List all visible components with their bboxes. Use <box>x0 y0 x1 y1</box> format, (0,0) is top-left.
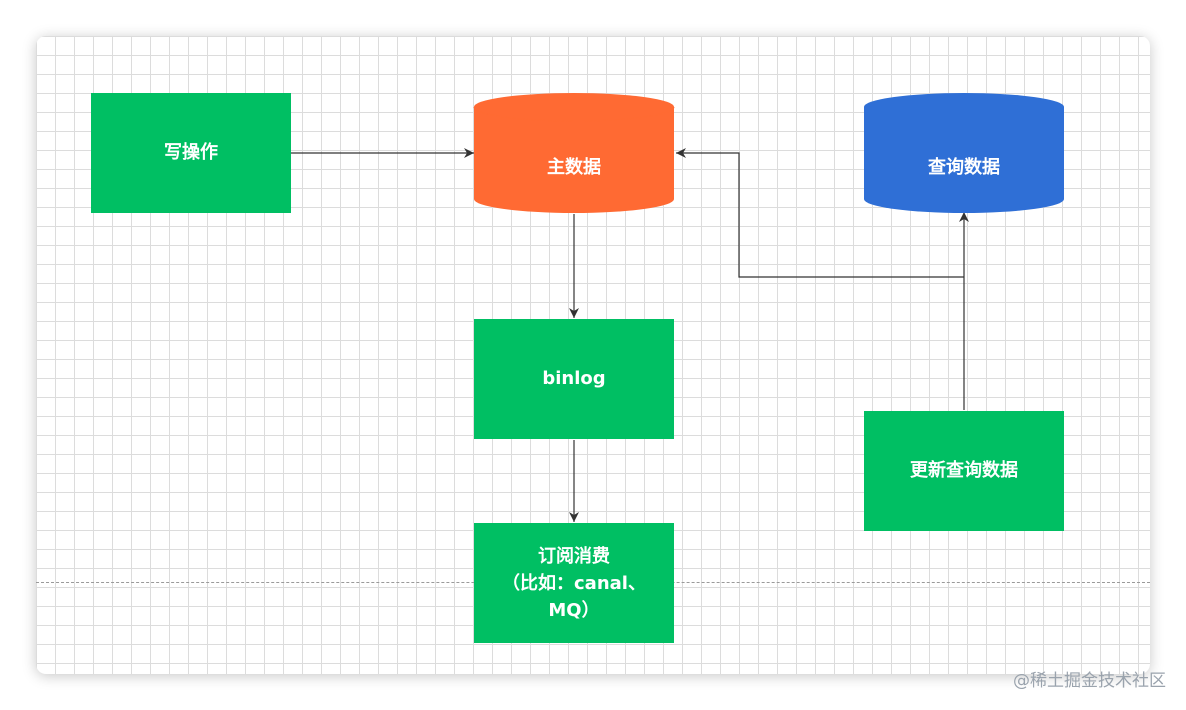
watermark: @稀土掘金技术社区 <box>1013 671 1166 691</box>
binlog-label: binlog <box>542 368 605 389</box>
node-update-query-data[interactable]: 更新查询数据 <box>864 411 1064 531</box>
node-subscribe-consume[interactable]: 订阅消费 （比如：canal、 MQ） <box>474 523 674 643</box>
edge-update-to-main <box>676 148 964 278</box>
main-data-cylinder-top-rim <box>473 106 675 122</box>
write-operation-box <box>91 93 291 213</box>
subscribe-consume-line-2: （比如：canal、 <box>502 572 646 594</box>
node-query-data[interactable]: 查询数据 <box>864 93 1064 213</box>
query-data-label: 查询数据 <box>928 156 1000 178</box>
subscribe-consume-box <box>474 523 674 643</box>
subscribe-consume-line-3: MQ） <box>548 600 599 621</box>
binlog-box <box>474 319 674 439</box>
node-write-operation[interactable]: 写操作 <box>91 93 291 213</box>
write-operation-label: 写操作 <box>164 141 218 163</box>
node-binlog[interactable]: binlog <box>474 319 674 439</box>
main-data-label: 主数据 <box>547 156 601 178</box>
update-query-data-label: 更新查询数据 <box>910 459 1018 481</box>
update-query-data-box <box>864 411 1064 531</box>
connectors <box>291 148 969 522</box>
node-main-data[interactable]: 主数据 <box>473 93 675 213</box>
main-data-cylinder-body <box>474 93 674 213</box>
subscribe-consume-line-1: 订阅消费 <box>538 545 610 567</box>
query-data-cylinder-body <box>864 93 1064 213</box>
